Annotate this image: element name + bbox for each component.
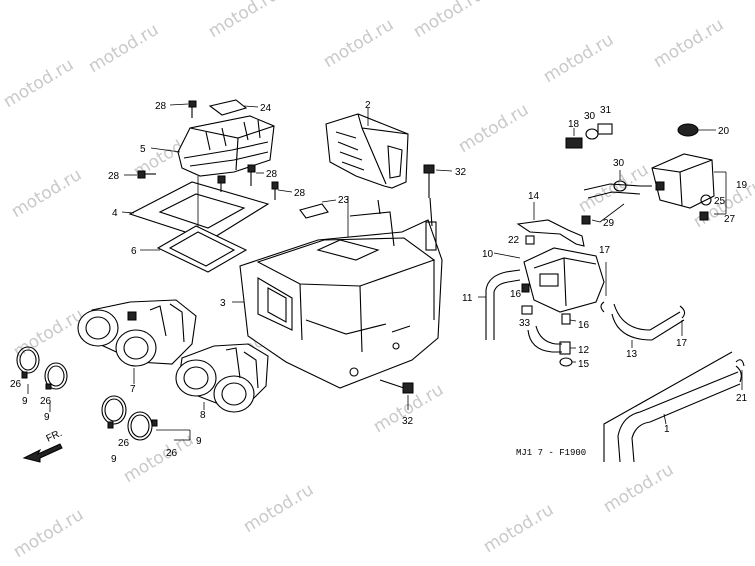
- bolt-32-bottom: [379, 379, 414, 410]
- washer-20: [677, 123, 716, 137]
- callout-33: 33: [519, 318, 531, 329]
- bolt-32-top: [423, 164, 453, 198]
- callout-26: 26: [10, 379, 22, 390]
- callout-13: 13: [626, 349, 638, 360]
- callout-16: 16: [578, 320, 590, 331]
- nut-29: [581, 203, 625, 225]
- seal-frame-6: [140, 225, 248, 273]
- callout-28: 28: [108, 171, 120, 182]
- label-plate-24: [208, 99, 259, 116]
- callout-25: 25: [714, 196, 726, 207]
- bolt-28-top: [169, 100, 197, 118]
- front-direction-arrow: [22, 443, 63, 463]
- clip-33: [521, 305, 533, 315]
- callout-27: 27: [724, 214, 736, 225]
- air-cleaner-housing-3: [232, 197, 443, 389]
- hose-13: [611, 303, 686, 348]
- hose-1: [603, 351, 742, 463]
- callout-16: 16: [510, 289, 522, 300]
- callout-26: 26: [40, 396, 52, 407]
- callout-28: 28: [266, 169, 278, 180]
- callout-9: 9: [111, 454, 117, 465]
- callout-31: 31: [600, 105, 612, 116]
- bolt-28-mid: [247, 164, 264, 186]
- callout-30: 30: [584, 111, 596, 122]
- callout-9: 9: [196, 436, 202, 447]
- joint-31: [597, 123, 613, 135]
- bolt-28-left: [124, 170, 156, 179]
- clip-15: [559, 357, 576, 367]
- callout-26: 26: [118, 438, 130, 449]
- callout-11: 11: [462, 293, 473, 304]
- callout-20: 20: [718, 126, 730, 137]
- air-filter-element-2: [325, 108, 409, 272]
- bolt-28-right: [271, 181, 293, 200]
- callout-8: 8: [200, 410, 206, 421]
- callout-6: 6: [131, 246, 137, 257]
- callout-23: 23: [338, 195, 350, 206]
- callout-19: 19: [736, 180, 748, 191]
- clamp-9-bottom: [101, 395, 191, 441]
- clamp-9-left: [16, 346, 68, 412]
- clip-17: [600, 262, 607, 313]
- front-label: FR.: [45, 428, 64, 445]
- clip-16a: [521, 283, 530, 293]
- joint-18: [565, 128, 583, 149]
- callout-12: 12: [578, 345, 590, 356]
- callout-32: 32: [402, 416, 414, 427]
- callout-30: 30: [613, 158, 625, 169]
- air-funnel-7: [77, 299, 197, 384]
- callout-2: 2: [365, 100, 371, 111]
- label-23: [299, 199, 337, 219]
- callout-9: 9: [22, 396, 28, 407]
- bracket-14: [516, 202, 585, 247]
- callout-10: 10: [482, 249, 494, 260]
- canister-10: [493, 247, 605, 313]
- callout-3: 3: [220, 298, 226, 309]
- air-duct-5: [150, 115, 275, 177]
- callout-26: 26: [166, 448, 178, 459]
- callout-28: 28: [294, 188, 306, 199]
- callout-15: 15: [578, 359, 590, 370]
- callout-7: 7: [130, 384, 136, 395]
- callout-24: 24: [260, 103, 272, 114]
- air-funnel-8: [175, 343, 269, 413]
- cap-25: [700, 194, 712, 206]
- hose-11: [478, 269, 521, 340]
- callout-17: 17: [676, 338, 688, 349]
- callout-18: 18: [568, 119, 580, 130]
- callout-32: 32: [455, 167, 467, 178]
- callout-9: 9: [44, 412, 50, 423]
- callout-5: 5: [140, 144, 146, 155]
- callout-14: 14: [528, 191, 540, 202]
- diagram-code: MJ1 7 - F1900: [516, 448, 586, 458]
- callout-29: 29: [603, 218, 615, 229]
- reservoir-19: [651, 153, 727, 215]
- callout-1: 1: [664, 424, 670, 435]
- clip-21: [735, 359, 745, 390]
- hose-12: [527, 325, 576, 355]
- clip-30-top: [585, 128, 599, 140]
- hose-30: [583, 170, 652, 199]
- callout-4: 4: [112, 208, 118, 219]
- grommet-22: [525, 235, 535, 245]
- callout-22: 22: [508, 235, 520, 246]
- callout-28: 28: [155, 101, 167, 112]
- clip-16b: [561, 313, 577, 325]
- callout-17: 17: [599, 245, 611, 256]
- callout-21: 21: [736, 393, 748, 404]
- bolt-27: [699, 211, 709, 221]
